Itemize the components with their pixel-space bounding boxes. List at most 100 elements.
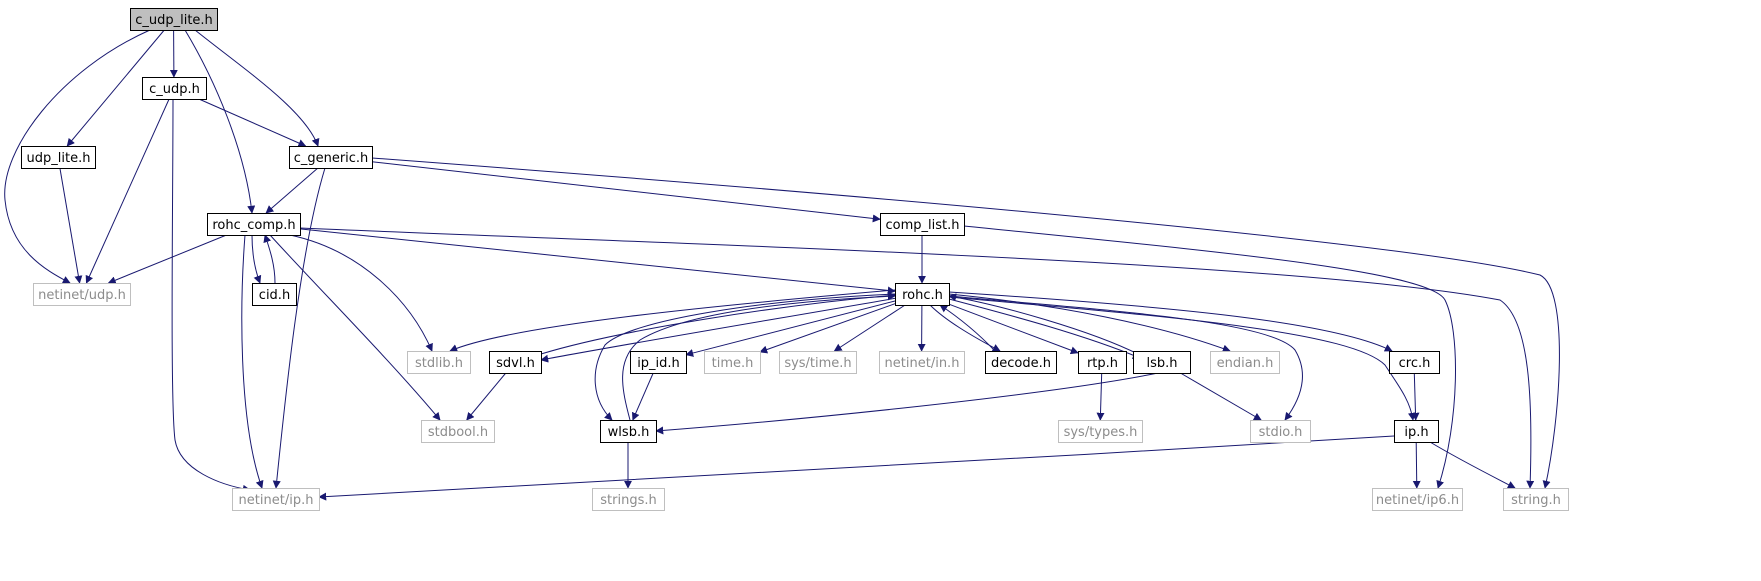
edge-rohc-to-stdio (948, 295, 1303, 421)
node-box (879, 351, 965, 374)
edge-rohc-to-endian (948, 293, 1231, 353)
node-c-udp-lite[interactable]: c_udp_lite.h (130, 8, 218, 31)
node-label: ip.h (1404, 425, 1428, 440)
node-sys-time: sys/time.h (779, 351, 857, 374)
node-netinet-in: netinet/in.h (879, 351, 965, 374)
edge-rohc-to-sdvl (540, 297, 898, 363)
edge-rohc_comp-to-cid (251, 234, 262, 284)
node-label: rtp.h (1087, 356, 1118, 371)
node-box (880, 213, 965, 236)
edge-crc-to-ip (1411, 372, 1420, 421)
node-box (232, 488, 320, 511)
node-time: time.h (704, 351, 761, 374)
edge-lsb-to-stdio (1180, 372, 1262, 421)
node-lsb[interactable]: lsb.h (1133, 351, 1191, 374)
edge-ip-to-netinet_ip (318, 435, 1395, 501)
node-box (600, 420, 657, 443)
node-c-udp[interactable]: c_udp.h (142, 77, 207, 100)
node-label: stdlib.h (415, 356, 463, 371)
node-box (1372, 488, 1463, 511)
node-stdbool: stdbool.h (421, 420, 495, 443)
edge-rohc_comp-to-netinet_ip (241, 234, 264, 489)
node-label: stdbool.h (428, 425, 488, 440)
node-rohc-comp[interactable]: rohc_comp.h (207, 213, 301, 236)
node-sdvl[interactable]: sdvl.h (489, 351, 542, 374)
node-box (1503, 488, 1569, 511)
edge-rohc_comp-to-stdlib (289, 234, 433, 352)
node-ip[interactable]: ip.h (1394, 420, 1439, 443)
node-stdio: stdio.h (1250, 420, 1311, 443)
node-ip-id[interactable]: ip_id.h (630, 351, 687, 374)
node-label: netinet/in.h (885, 356, 960, 371)
edges-layer (4, 29, 1560, 501)
edge-rohc-to-rtp (948, 303, 1079, 355)
edge-c_generic-to-rohc_comp (265, 167, 319, 214)
node-box (985, 351, 1057, 374)
node-label: cid.h (259, 288, 290, 303)
node-box (289, 146, 373, 169)
node-box (1078, 351, 1127, 374)
node-stdlib: stdlib.h (407, 351, 471, 374)
edge-c_generic-to-string (371, 157, 1560, 489)
node-endian: endian.h (1210, 351, 1280, 374)
node-crc[interactable]: crc.h (1389, 351, 1440, 374)
node-label: endian.h (1217, 356, 1274, 371)
node-c-generic[interactable]: c_generic.h (289, 146, 373, 169)
edge-sdvl-to-stdbool (466, 372, 507, 421)
edge-c_udp_lite-to-c_generic (194, 29, 320, 147)
edge-rohc-to-crc (948, 291, 1393, 352)
edge-rohc-to-ip_id (685, 300, 896, 357)
node-netinet-udp: netinet/udp.h (33, 283, 131, 306)
edge-c_udp-to-c_generic (198, 98, 307, 147)
node-box (779, 351, 857, 374)
edge-lsb-to-rohc (948, 293, 1141, 356)
node-label: netinet/ip6.h (1376, 493, 1459, 508)
edge-c_generic-to-comp_list (371, 161, 881, 223)
edge-c_udp-to-netinet_udp (85, 98, 170, 284)
edge-c_udp_lite-to-rohc_comp (184, 29, 256, 214)
node-label: time.h (712, 356, 754, 371)
edge-decode-to-rohc (939, 304, 996, 352)
node-sys-types: sys/types.h (1058, 420, 1143, 443)
node-box (21, 146, 96, 169)
node-label: ip_id.h (637, 356, 680, 371)
edge-c_udp-to-netinet_ip (171, 98, 251, 493)
node-box (33, 283, 131, 306)
edge-cid-to-rohc_comp (263, 234, 276, 284)
edge-c_generic-to-netinet_ip (272, 167, 326, 489)
edge-rtp-to-sys_types (1096, 372, 1105, 421)
edge-rohc-to-time (759, 303, 896, 354)
edge-lsb-to-wlsb (655, 372, 1159, 435)
edge-ip-to-string (1429, 441, 1516, 489)
node-label: netinet/udp.h (38, 288, 126, 303)
node-decode[interactable]: decode.h (985, 351, 1057, 374)
node-udp-lite[interactable]: udp_lite.h (21, 146, 96, 169)
node-label: string.h (1511, 493, 1561, 508)
node-box (592, 488, 665, 511)
edge-comp_list-to-netinet_ip6 (963, 225, 1456, 489)
node-netinet-ip: netinet/ip.h (232, 488, 320, 511)
node-comp-list[interactable]: comp_list.h (880, 213, 965, 236)
node-rtp[interactable]: rtp.h (1078, 351, 1127, 374)
node-box (1389, 351, 1440, 374)
node-label: crc.h (1399, 356, 1431, 371)
node-label: c_udp_lite.h (135, 13, 213, 28)
node-box (252, 283, 297, 306)
edge-rohc_comp-to-stdbool (269, 234, 441, 421)
edge-wlsb-to-rohc (622, 292, 896, 421)
node-cid[interactable]: cid.h (252, 283, 297, 306)
edge-rohc-to-stdlib (449, 289, 896, 352)
edge-rohc-to-ip (948, 296, 1416, 421)
node-rohc[interactable]: rohc.h (895, 283, 950, 306)
node-wlsb[interactable]: wlsb.h (600, 420, 657, 443)
edge-c_udp_lite-to-netinet_udp (4, 29, 151, 284)
node-label: comp_list.h (886, 218, 960, 233)
edge-rohc_comp-to-string (299, 227, 1535, 489)
node-label: sys/types.h (1064, 425, 1138, 440)
edge-rohc_comp-to-rohc (299, 228, 896, 295)
node-label: c_udp.h (149, 82, 200, 97)
node-label: decode.h (991, 356, 1051, 371)
nodes-layer: c_udp_lite.h c_udp.h udp_lite.h c_generic.h… (21, 8, 1569, 511)
edge-c_udp_lite-to-udp_lite (66, 29, 165, 147)
